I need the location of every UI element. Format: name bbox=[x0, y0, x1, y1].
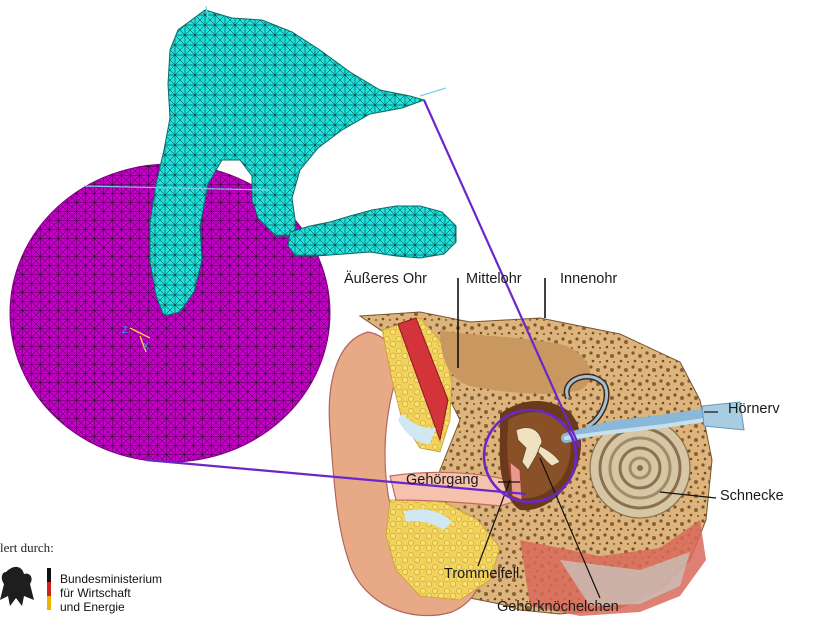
inner-ear-label: Innenohr bbox=[560, 271, 617, 287]
eardrum-label: Trommelfell bbox=[444, 566, 519, 582]
axis-glyph-x: X bbox=[143, 341, 149, 351]
ear-anatomy-illustration bbox=[329, 312, 744, 616]
flag-stripe bbox=[47, 568, 51, 610]
ossicles-label: Gehörknöchelchen bbox=[497, 599, 619, 615]
sponsor-line-1: Bundesministerium bbox=[60, 572, 162, 586]
axis-glyph-z: Z bbox=[122, 325, 128, 335]
middle-ear-label: Mittelohr bbox=[466, 271, 522, 287]
ear-canal-label: Gehörgang bbox=[406, 472, 479, 488]
auditory-nerve-label: Hörnerv bbox=[728, 401, 780, 417]
federal-eagle-logo bbox=[0, 567, 34, 606]
cochlea-label: Schnecke bbox=[720, 488, 784, 504]
sponsor-caption: lert durch: bbox=[0, 541, 54, 555]
sponsor-line-2: für Wirtschaft bbox=[60, 586, 131, 600]
outer-ear-label: Äußeres Ohr bbox=[344, 271, 427, 287]
sponsor-line-3: und Energie bbox=[60, 600, 125, 614]
